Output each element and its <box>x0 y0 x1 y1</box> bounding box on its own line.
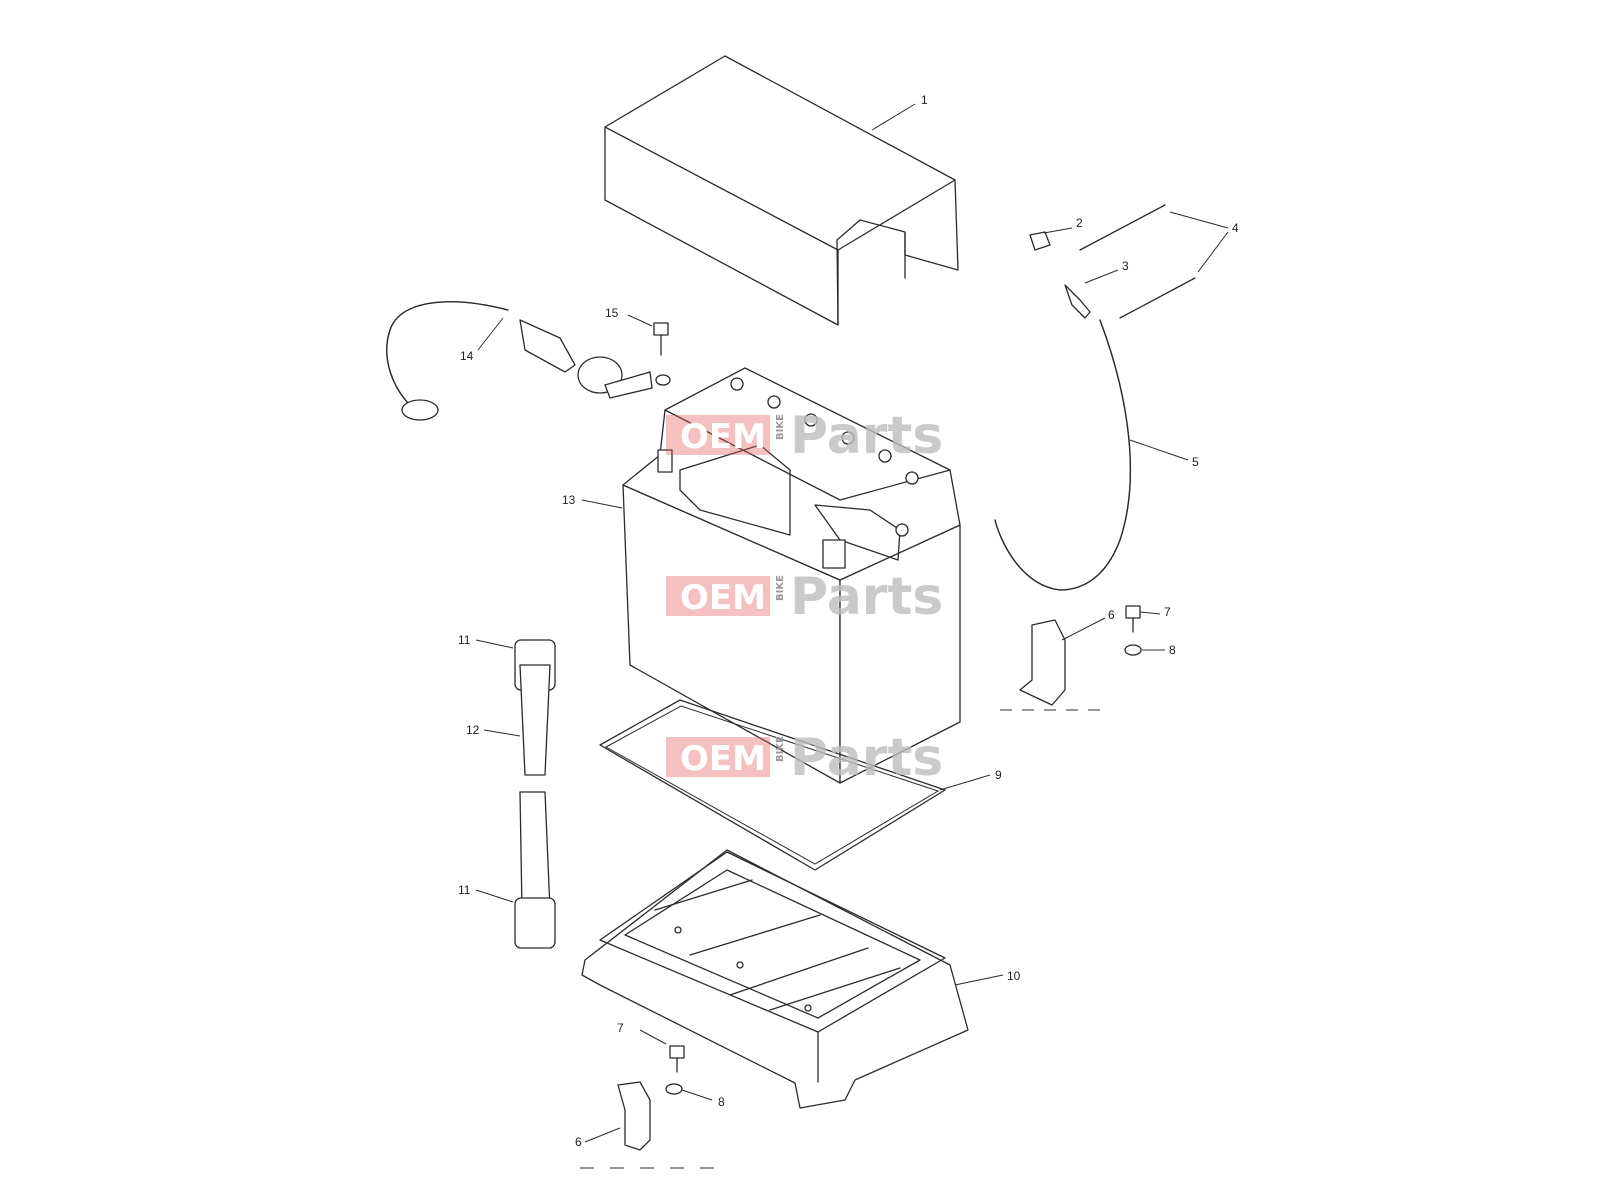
callout-14: 14 <box>460 349 474 363</box>
vent-fittings <box>1029 204 1196 319</box>
watermark-1: OEM BIKE Parts <box>666 406 943 466</box>
watermark-bike-3: BIKE <box>775 736 786 762</box>
vent-tube <box>994 319 1132 591</box>
callout-11-upper: 11 <box>458 633 471 647</box>
hold-down-strap <box>514 639 556 949</box>
callout-8-lower: 8 <box>718 1095 725 1109</box>
watermark-bike-2: BIKE <box>775 575 786 601</box>
battery-cover <box>604 55 959 326</box>
callout-6-lower: 6 <box>575 1135 582 1149</box>
callout-7-lower: 7 <box>617 1021 624 1035</box>
bolt-15 <box>653 322 671 386</box>
bracket-upper <box>1000 605 1142 711</box>
watermark-2: OEM BIKE Parts <box>666 567 943 627</box>
watermark-bike-1: BIKE <box>775 414 786 440</box>
callout-4: 4 <box>1232 221 1239 235</box>
watermark-parts-2: Parts <box>790 567 943 627</box>
callouts: 1 2 3 4 5 6 7 8 9 10 11 12 11 13 14 15 7… <box>458 93 1239 1149</box>
callout-6-upper: 6 <box>1108 608 1115 622</box>
callout-13: 13 <box>562 493 576 507</box>
watermark-parts-1: Parts <box>790 406 943 466</box>
callout-9: 9 <box>995 768 1002 782</box>
leader-lines <box>475 103 1229 1143</box>
battery-tray <box>581 849 969 1109</box>
callout-2: 2 <box>1076 216 1083 230</box>
callout-10: 10 <box>1007 969 1021 983</box>
watermark-oem-1: OEM <box>680 417 766 457</box>
negative-cable <box>386 301 653 421</box>
callout-1: 1 <box>921 93 928 107</box>
bracket-lower <box>580 1045 720 1169</box>
callout-5: 5 <box>1192 455 1199 469</box>
callout-7-upper: 7 <box>1164 605 1171 619</box>
callout-8-upper: 8 <box>1169 643 1176 657</box>
battery <box>622 367 961 784</box>
callout-15: 15 <box>605 306 619 320</box>
callout-12: 12 <box>466 723 480 737</box>
callout-11-lower: 11 <box>458 883 471 897</box>
watermark-parts-3: Parts <box>790 728 943 788</box>
watermark-oem-3: OEM <box>680 739 766 779</box>
callout-3: 3 <box>1122 259 1129 273</box>
watermark-3: OEM BIKE Parts <box>666 728 943 788</box>
watermark-oem-2: OEM <box>680 578 766 618</box>
battery-pad <box>599 699 946 871</box>
